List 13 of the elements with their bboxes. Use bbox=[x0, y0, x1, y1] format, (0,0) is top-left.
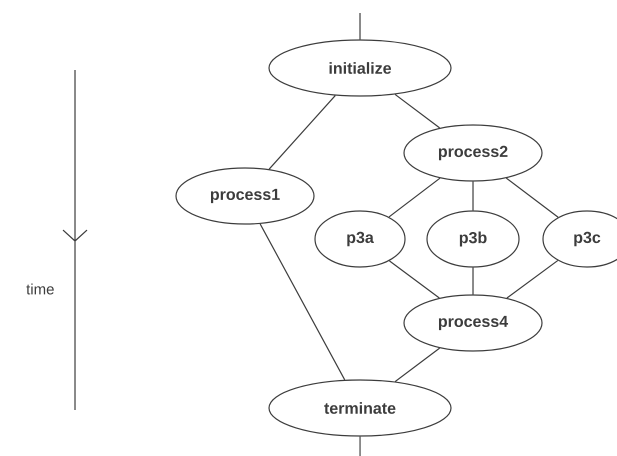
connector-line bbox=[506, 260, 558, 299]
axis-label: time bbox=[26, 284, 54, 294]
connector-line bbox=[359, 13, 361, 40]
connector-line bbox=[389, 260, 440, 298]
connector-line bbox=[359, 436, 361, 456]
connector-line bbox=[388, 178, 440, 218]
connector-line bbox=[472, 182, 474, 210]
connector-line bbox=[472, 268, 474, 294]
connector-line bbox=[260, 224, 346, 380]
connector-line bbox=[394, 348, 440, 382]
connector-line bbox=[506, 178, 558, 218]
connector-line bbox=[268, 95, 336, 170]
connector-line bbox=[394, 94, 440, 128]
